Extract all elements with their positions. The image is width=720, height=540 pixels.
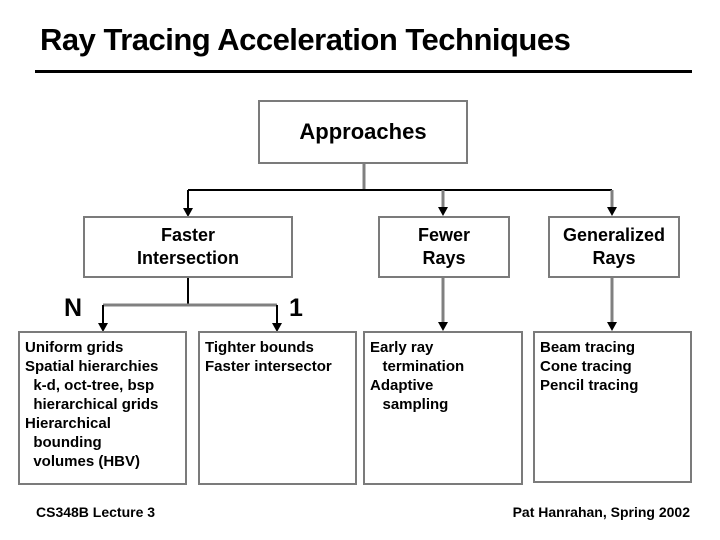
leaf-tighter-bounds: Tighter bounds Faster intersector: [198, 331, 357, 485]
node-faster-intersection-label: Faster Intersection: [136, 225, 240, 268]
node-approaches-label: Approaches: [299, 119, 427, 145]
leaf-spatial-structures-text: Uniform grids Spatial hierarchies k-d, o…: [25, 339, 159, 470]
page-title: Ray Tracing Acceleration Techniques: [40, 22, 571, 57]
arrowhead-generalized-leaf: [607, 322, 617, 331]
node-fewer-rays-label: Fewer Rays: [417, 225, 471, 268]
edge-label-n: N: [64, 294, 83, 322]
node-approaches: Approaches: [258, 100, 468, 164]
node-generalized-rays-label: Generalized Rays: [562, 225, 666, 268]
node-faster-intersection: Faster Intersection: [83, 216, 293, 278]
footer-author: Pat Hanrahan, Spring 2002: [512, 504, 690, 520]
leaf-early-termination: Early ray termination Adaptive sampling: [363, 331, 523, 485]
arrowhead-generalized: [607, 207, 617, 216]
leaf-spatial-structures: Uniform grids Spatial hierarchies k-d, o…: [18, 331, 187, 485]
leaf-early-termination-text: Early ray termination Adaptive sampling: [370, 339, 465, 413]
arrowhead-faster: [183, 208, 193, 217]
arrowhead-1: [272, 323, 282, 332]
arrowhead-fewer: [438, 207, 448, 216]
edge-label-1: 1: [289, 294, 303, 322]
title-underline: [35, 70, 692, 73]
arrowhead-n: [98, 323, 108, 332]
leaf-generalized-tracing: Beam tracing Cone tracing Pencil tracing: [533, 331, 692, 483]
leaf-tighter-bounds-text: Tighter bounds Faster intersector: [205, 339, 332, 375]
node-generalized-rays: Generalized Rays: [548, 216, 680, 278]
arrowhead-fewer-leaf: [438, 322, 448, 331]
leaf-generalized-tracing-text: Beam tracing Cone tracing Pencil tracing: [540, 339, 639, 394]
node-fewer-rays: Fewer Rays: [378, 216, 510, 278]
footer-course: CS348B Lecture 3: [36, 504, 156, 520]
